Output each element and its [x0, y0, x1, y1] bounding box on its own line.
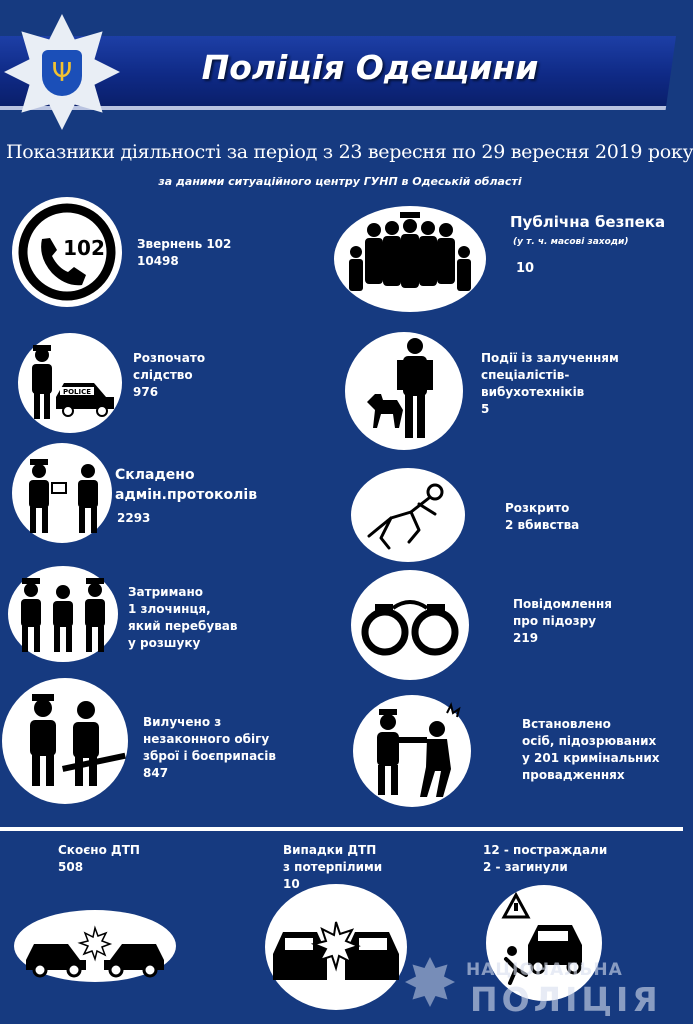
watermark-line2: ПОЛІЦІЯ — [470, 980, 662, 1019]
car-crash-icon — [14, 910, 176, 982]
svg-text:102: 102 — [63, 236, 105, 260]
page-title: Поліція Одещини — [201, 48, 539, 87]
public-safety-title: Публічна безпека — [510, 213, 666, 231]
body-outline-icon — [351, 468, 465, 562]
admin-protocols-value: 2293 — [117, 511, 151, 525]
report-heading: Показники діяльності за період з 23 вере… — [6, 141, 693, 163]
section-divider — [0, 827, 683, 831]
watermark-star-icon — [405, 957, 455, 1007]
watermark-line1: НАЦІОНАЛЬНА — [466, 960, 623, 980]
report-source: за даними ситуаційного центру ГУНП в Оде… — [158, 175, 522, 188]
pedestrian-hit-icon — [486, 885, 602, 1001]
canine-officer-icon — [345, 332, 463, 450]
handcuffs-icon — [351, 570, 469, 680]
detained-suspect-icon — [8, 566, 118, 662]
officer-issuing-ticket-icon — [12, 443, 112, 543]
confiscated-weapon-icon — [2, 678, 128, 804]
crowd-icon — [334, 206, 486, 312]
public-safety-value: 10 — [516, 261, 535, 276]
phone-102-icon: 102 — [12, 197, 122, 307]
trident-icon: Ψ — [42, 50, 82, 96]
svg-text:POLICE: POLICE — [63, 388, 91, 396]
police-car-icon: POLICE — [18, 333, 122, 433]
arrest-icon — [353, 695, 471, 807]
public-safety-note: (у т. ч. масові заходи) — [513, 237, 629, 247]
head-on-collision-icon — [265, 884, 407, 1010]
